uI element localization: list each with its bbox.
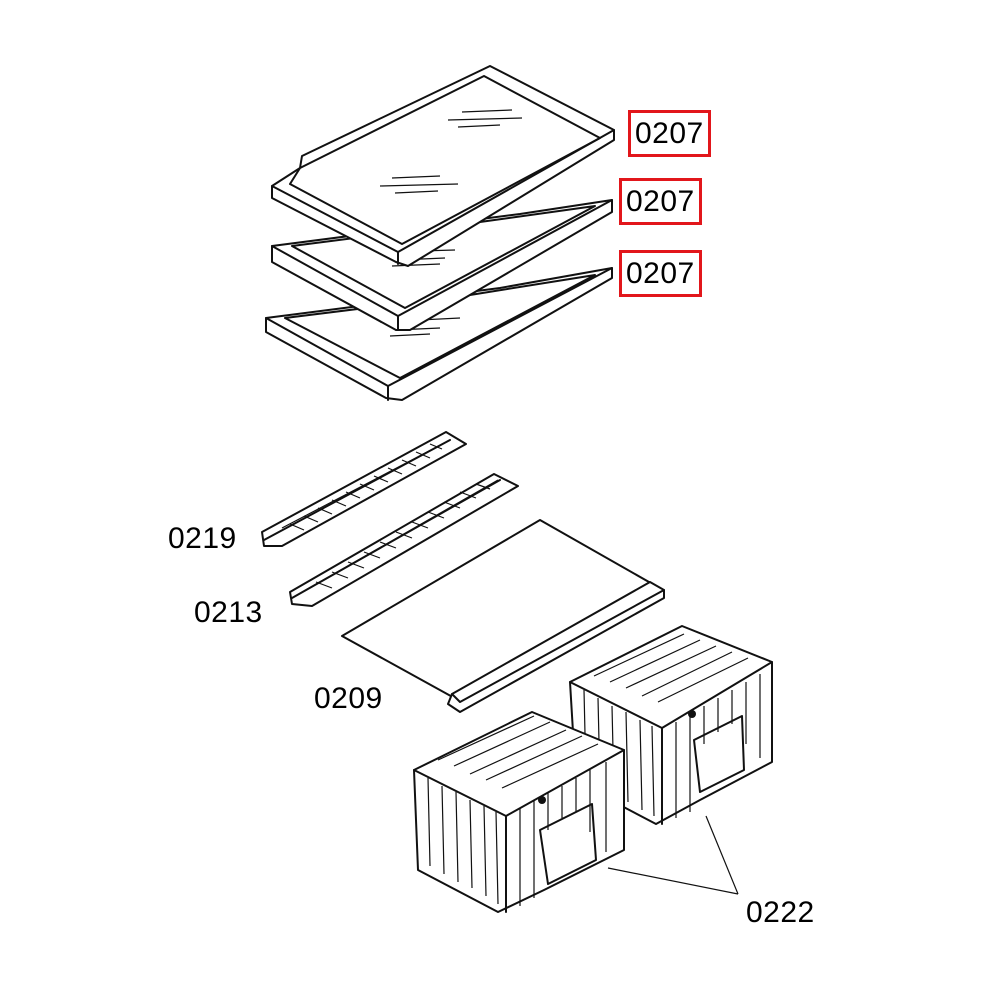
shelf-strip-front-drawing [289, 473, 519, 607]
crisper-drawers-drawing [413, 625, 773, 913]
callout-0207-bottom[interactable]: 0207 [619, 250, 702, 297]
callout-0213[interactable]: 0213 [194, 596, 263, 629]
callout-0207-middle[interactable]: 0207 [619, 178, 702, 225]
callout-0222[interactable]: 0222 [746, 896, 815, 929]
leader-line-right-drawer [705, 815, 739, 895]
callout-0207-top[interactable]: 0207 [628, 110, 711, 157]
leader-line-left-drawer [607, 867, 739, 895]
glass-shelf-top-drawing [271, 65, 615, 267]
glass-shelf-middle-drawing [271, 199, 613, 331]
callout-0209[interactable]: 0209 [314, 682, 383, 715]
shelf-strip-rear-drawing [261, 431, 467, 547]
callout-0219[interactable]: 0219 [168, 522, 237, 555]
crisper-cover-glass-drawing [341, 519, 665, 713]
